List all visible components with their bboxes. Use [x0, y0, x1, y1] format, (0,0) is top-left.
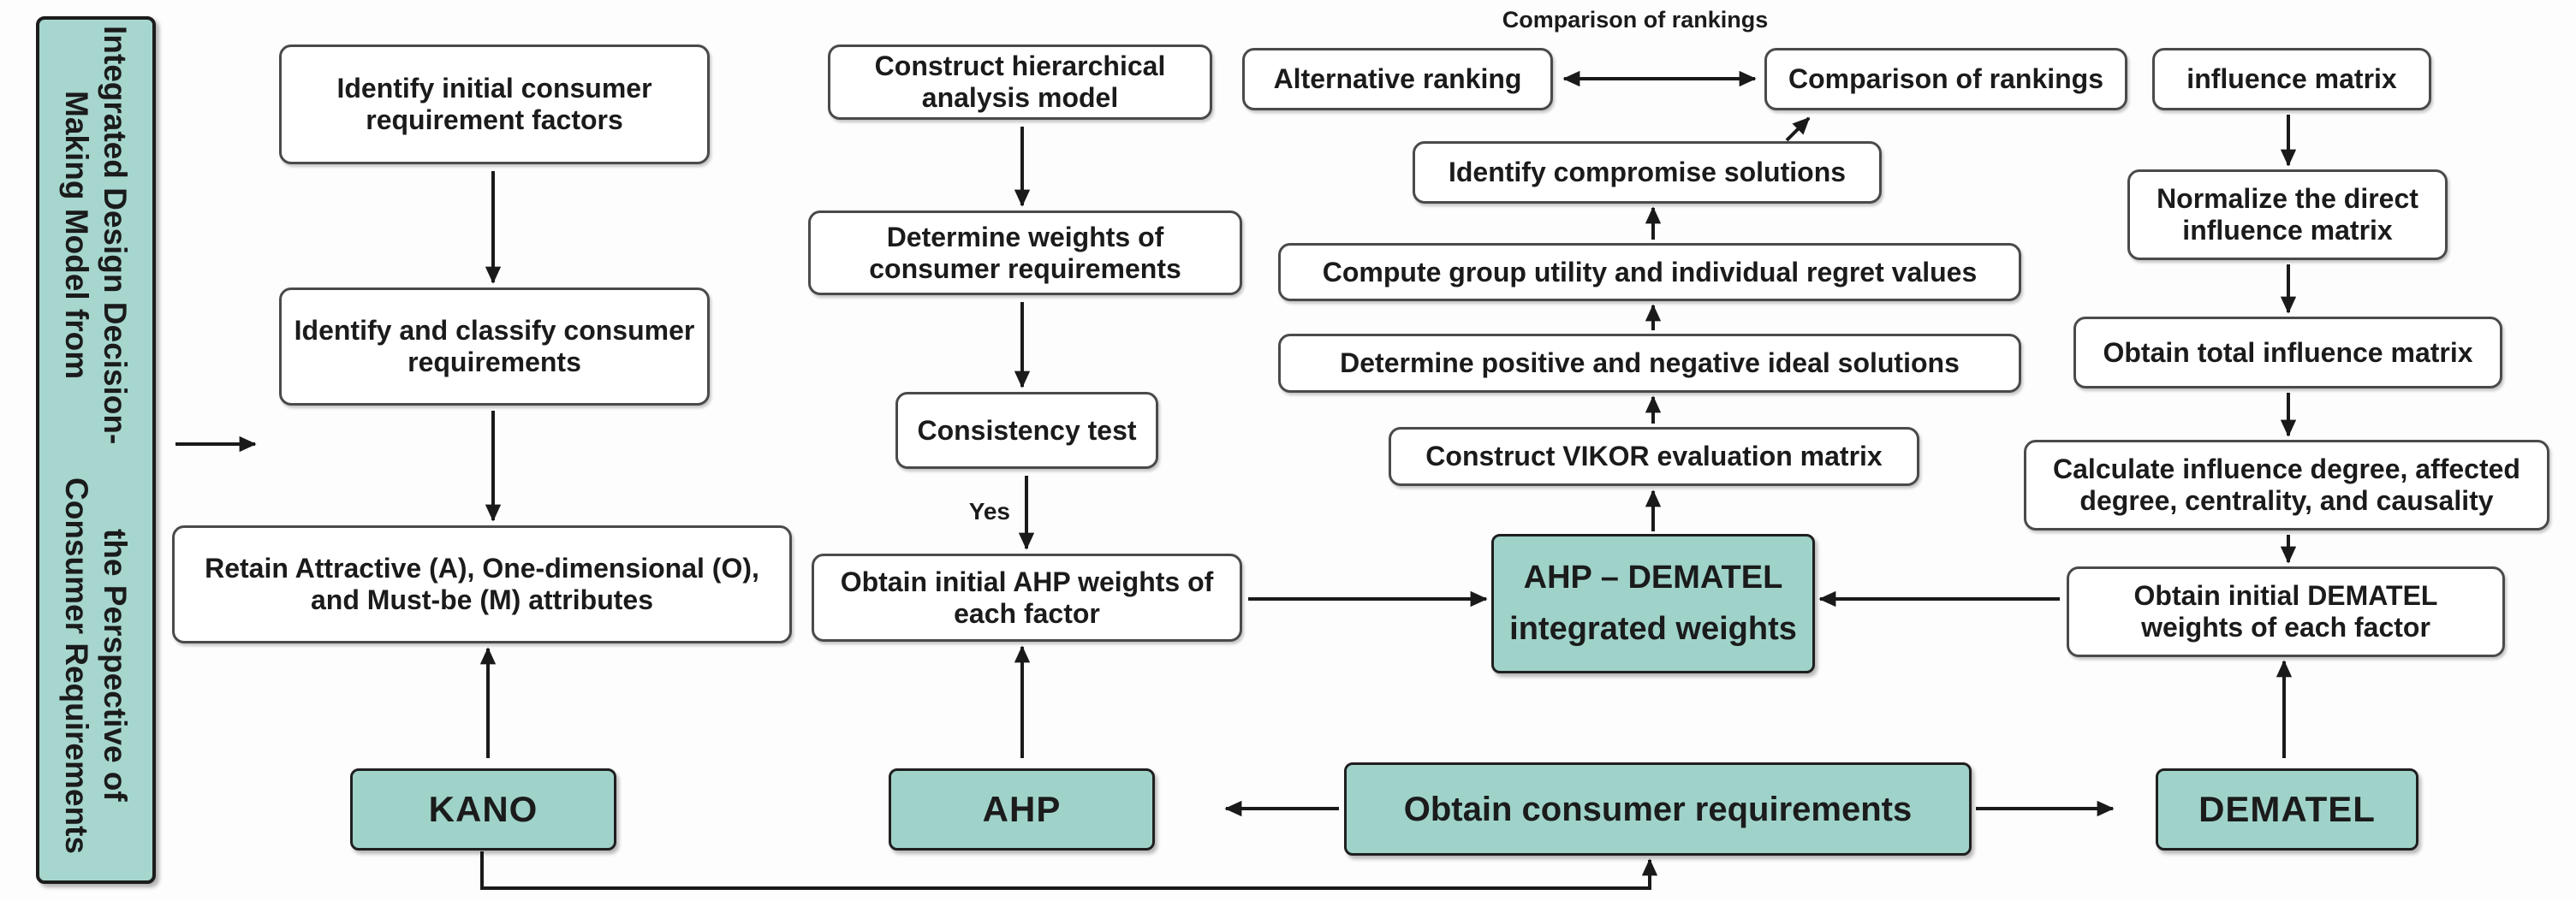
model-title-bar: Integrated Design Decision-Making Model … — [36, 16, 156, 884]
dematel-step-influence-matrix: influence matrix — [2152, 48, 2431, 110]
vikor-alternative-ranking: Alternative ranking — [1242, 48, 1553, 110]
ahp-step-determine-weights: Determine weights of consumer requiremen… — [808, 210, 1242, 295]
kano-step-retain-attributes: Retain Attractive (A), One-dimensional (… — [172, 525, 792, 643]
model-title-line2: the Perspective of Consumer Requirements — [59, 477, 134, 854]
vikor-identify-compromise-solutions: Identify compromise solutions — [1413, 141, 1882, 204]
dematel-method-box: DEMATEL — [2156, 768, 2418, 851]
kano-step-identify-initial-factors: Identify initial consumer requirement fa… — [279, 44, 710, 164]
dematel-step-obtain-initial-weights: Obtain initial DEMATEL weights of each f… — [2067, 566, 2505, 657]
dematel-step-calculate-degrees: Calculate influence degree, affected deg… — [2024, 440, 2549, 531]
consistency-yes-label: Yes — [968, 498, 1010, 525]
dematel-step-total-influence-matrix: Obtain total influence matrix — [2073, 317, 2502, 388]
obtain-consumer-requirements-box: Obtain consumer requirements — [1344, 762, 1972, 856]
ahp-step-consistency-test: Consistency test — [895, 392, 1158, 469]
vikor-comparison-of-rankings: Comparison of rankings — [1764, 48, 2127, 110]
arrow-kano-to-consumer-req — [480, 851, 1658, 890]
integrated-weights-box: AHP – DEMATEL integrated weights — [1491, 534, 1815, 673]
vikor-construct-evaluation-matrix: Construct VIKOR evaluation matrix — [1389, 427, 1919, 486]
kano-step-identify-classify: Identify and classify consumer requireme… — [279, 287, 710, 406]
integrated-weights-line2: integrated weights — [1509, 610, 1797, 647]
ahp-step-construct-model: Construct hierarchical analysis model — [828, 44, 1212, 120]
model-title-vertical-text: Integrated Design Decision-Making Model … — [57, 20, 134, 880]
vikor-arrow-compromise-to-comparison — [1785, 116, 1811, 142]
ahp-step-obtain-initial-weights: Obtain initial AHP weights of each facto… — [812, 554, 1242, 642]
vikor-determine-ideal-solutions: Determine positive and negative ideal so… — [1278, 334, 2021, 393]
model-title-line1: Integrated Design Decision-Making Model … — [59, 25, 134, 445]
vikor-compute-group-utility: Compute group utility and individual reg… — [1278, 243, 2021, 301]
kano-method-box: KANO — [350, 768, 616, 851]
comparison-of-rankings-label: Comparison of rankings — [1502, 7, 1769, 33]
integrated-weights-line1: AHP – DEMATEL — [1523, 559, 1783, 596]
ahp-method-box: AHP — [889, 768, 1155, 851]
dematel-step-normalize-matrix: Normalize the direct influence matrix — [2127, 169, 2448, 260]
